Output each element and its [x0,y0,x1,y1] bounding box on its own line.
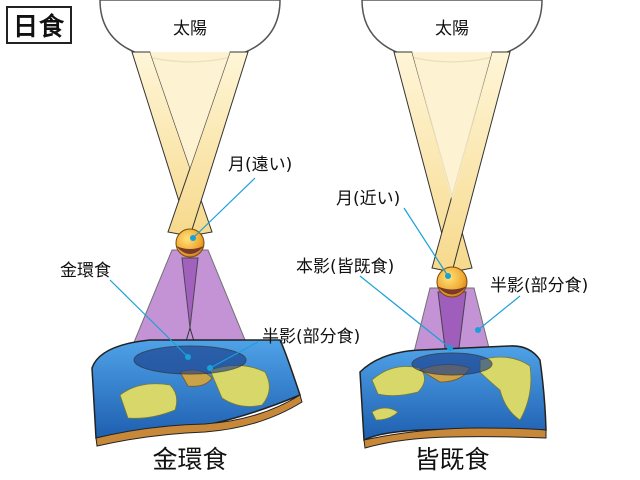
right-moon-label: 月(近い) [336,189,400,209]
right-penumbra-label: 半影(部分食) [490,276,588,296]
left-annular-pointer-dot [185,354,191,360]
right-land-1 [371,366,425,396]
right-land-2 [479,356,532,421]
left-penumbra-pointer-dot [207,365,213,371]
left-penumbra-spot [133,345,247,375]
left-sun-label: 太陽 [173,19,207,39]
right-panel: 太陽 月(近い) 本影(皆既食) 半影(部分食) 皆既食 [296,0,588,474]
right-moon-pointer [403,207,449,277]
left-caption: 金環食 [152,445,227,474]
right-umbra-pointer-dot [447,345,453,351]
right-umbra-label: 本影(皆既食) [296,257,394,277]
left-moon-shadow-side [176,246,204,254]
right-moon-pointer-dot [445,273,451,279]
left-antumbra [181,257,199,329]
right-penumbra-pointer-dot [475,327,481,333]
right-land-4 [371,407,399,421]
left-moon-pointer-dot [190,235,196,241]
left-annular-pointer [109,279,189,358]
right-penumbra-spot [411,352,493,376]
right-sun-ray-2 [431,51,511,273]
left-moon-pointer [192,177,256,239]
right-caption: 皆既食 [414,445,489,474]
left-annular-label: 金環食 [60,261,111,281]
right-umbra-pointer [359,275,451,349]
right-sun-label: 太陽 [435,19,469,39]
right-earth-edge [363,427,547,449]
left-land-1 [119,383,178,419]
left-moon-label: 月(遠い) [228,155,292,175]
left-penumbra-label: 半影(部分食) [262,327,360,347]
diagram-title: 日食 [6,6,72,44]
right-moon-shadow-side [437,286,467,295]
left-panel: 太陽 月(遠い) 金環食 半影(部分食) 金環食 [60,0,360,474]
left-sun-ray-core [150,52,230,168]
right-sun-ray-core [412,52,492,200]
left-earth-edge [95,394,303,447]
left-penumbra-pointer [209,341,259,369]
right-penumbra-pointer [477,295,521,331]
left-sun-ray-2 [167,51,249,237]
